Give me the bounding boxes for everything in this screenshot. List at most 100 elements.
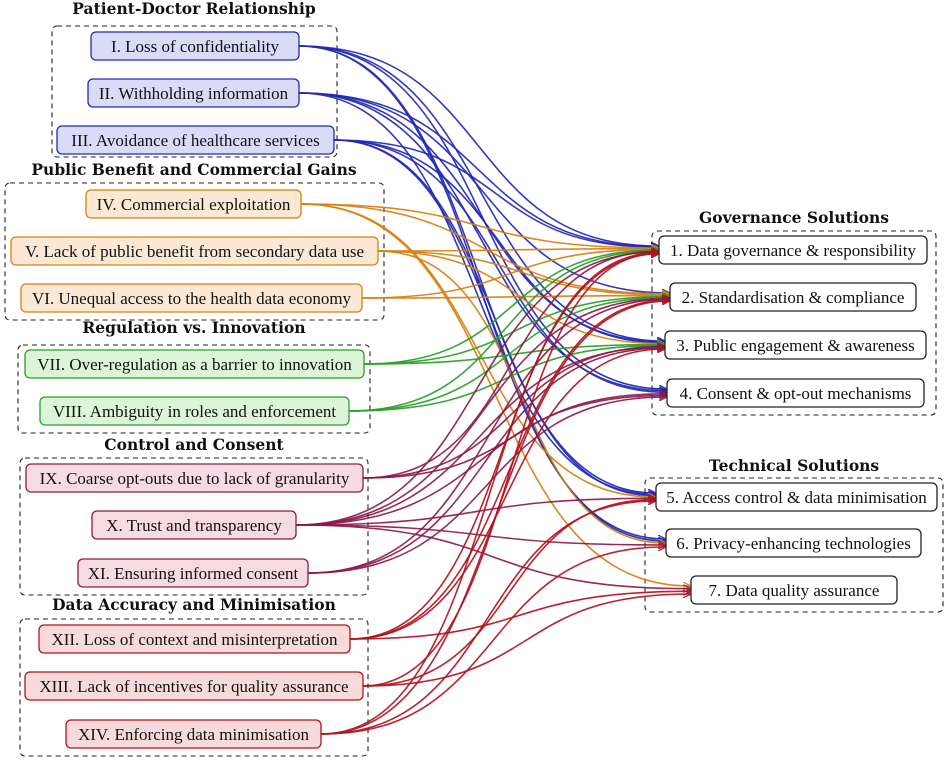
solution-node-3-box (664, 330, 927, 360)
group-title-control-consent: Control and Consent (104, 435, 284, 454)
edge-XII-to-1 (349, 253, 658, 640)
edge-VIII-to-2 (348, 297, 669, 412)
challenge-node-v-label: V. Lack of public benefit from secondary… (25, 242, 364, 261)
edge-V-to-2 (377, 250, 669, 295)
edge-X-to-5 (295, 498, 655, 526)
edge-X-to-4 (295, 395, 666, 526)
edge-XIV-to-1 (320, 254, 658, 735)
group-title-patient-doctor: Patient-Doctor Relationship (72, 0, 316, 18)
edge-XIV-to-6 (320, 547, 665, 735)
solution-node-6-box (665, 528, 922, 558)
solution-node-3-label: 3. Public engagement & awareness (676, 336, 914, 355)
challenge-node-vii-label: VII. Over-regulation as a barrier to inn… (37, 355, 352, 374)
challenge-node-xi-label: XI. Ensuring informed consent (88, 564, 299, 583)
challenge-node-xiii-box (24, 671, 364, 701)
edge-VII-to-2 (363, 297, 669, 365)
challenge-node-x-box (91, 510, 297, 540)
solution-node-7-label: 7. Data quality assurance (709, 581, 880, 600)
group-title-regulation: Regulation vs. Innovation (82, 318, 305, 337)
challenge-node-ix: IX. Coarse opt-outs due to lack of granu… (25, 463, 364, 493)
group-box-governance (651, 230, 937, 416)
edge-layer (295, 45, 690, 735)
challenge-node-xi: XI. Ensuring informed consent (77, 558, 309, 588)
challenge-node-viii-box (39, 396, 350, 426)
challenge-node-ii: II. Withholding information (87, 78, 300, 108)
edge-X-to-1 (295, 252, 658, 526)
challenge-node-iv: IV. Commercial exploitation (85, 189, 302, 219)
solution-node-4: 4. Consent & opt-out mechanisms (666, 378, 925, 408)
group-title-governance: Governance Solutions (699, 208, 889, 227)
edge-VII-to-1 (363, 250, 658, 365)
group-title-technical: Technical Solutions (709, 456, 880, 475)
edge-IV-to-1 (300, 203, 658, 248)
challenge-node-v-box (10, 236, 379, 266)
group-box-public-benefit (4, 182, 385, 321)
group-box-patient-doctor (51, 25, 338, 158)
challenge-node-i-label: I. Loss of confidentiality (111, 37, 280, 56)
edge-I-to-1 (298, 45, 658, 246)
edge-IX-to-1 (362, 251, 658, 479)
challenge-node-vi-label: VI. Unequal access to the health data ec… (32, 289, 352, 308)
challenge-node-x: X. Trust and transparency (91, 510, 297, 540)
edge-XIII-to-1 (362, 253, 658, 687)
challenge-node-xi-box (77, 558, 309, 588)
edge-XI-to-3 (307, 348, 664, 574)
group-box-regulation (17, 344, 371, 434)
edge-III-to-3 (333, 139, 664, 343)
challenge-node-xiv-label: XIV. Enforcing data minimisation (78, 725, 310, 744)
solution-node-2: 2. Standardisation & compliance (669, 282, 917, 312)
edge-VI-to-2 (361, 296, 669, 298)
edge-XIII-to-7 (362, 594, 690, 687)
challenge-node-xiii: XIII. Lack of incentives for quality ass… (24, 671, 364, 701)
edge-II-to-1 (298, 92, 658, 247)
challenge-node-xii-label: XII. Loss of context and misinterpretati… (51, 630, 338, 649)
group-title-data-accuracy: Data Accuracy and Minimisation (52, 595, 336, 614)
challenge-node-vii: VII. Over-regulation as a barrier to inn… (24, 349, 365, 379)
solution-node-2-label: 2. Standardisation & compliance (682, 288, 905, 307)
edge-VIII-to-3 (348, 345, 664, 412)
solution-node-5-label: 5. Access control & data minimisation (666, 488, 927, 507)
challenge-node-viii-label: VIII. Ambiguity in roles and enforcement (53, 402, 337, 421)
edge-VII-to-3 (363, 345, 664, 365)
group-titles: Patient-Doctor Relationship Public Benef… (31, 0, 889, 614)
solution-node-7: 7. Data quality assurance (690, 575, 898, 605)
solution-node-1-box (658, 235, 928, 265)
edge-V-to-1 (377, 249, 658, 251)
challenge-node-ii-box (87, 78, 300, 108)
edge-III-to-1 (333, 139, 658, 247)
solution-node-3: 3. Public engagement & awareness (664, 330, 927, 360)
edge-XII-to-3 (349, 349, 664, 640)
group-boxes (4, 25, 944, 757)
edge-II-to-5 (298, 92, 655, 494)
challenge-node-xiii-label: XIII. Lack of incentives for quality ass… (39, 677, 348, 696)
solution-node-5-box (655, 482, 938, 512)
challenge-node-iii: III. Avoidance of healthcare services (56, 125, 335, 155)
edge-X-to-3 (295, 347, 664, 526)
edge-VI-to-1 (361, 249, 658, 299)
edge-X-to-2 (295, 298, 669, 526)
challenge-node-viii: VIII. Ambiguity in roles and enforcement (39, 396, 350, 426)
challenge-node-xiv-box (65, 719, 322, 749)
challenge-node-i-box (90, 31, 300, 61)
challenge-node-vi: VI. Unequal access to the health data ec… (20, 283, 363, 313)
solution-node-7-box (690, 575, 898, 605)
edge-II-to-2 (298, 92, 669, 293)
solution-node-6-label: 6. Privacy-enhancing technologies (676, 534, 911, 553)
solution-node-1-label: 1. Data governance & responsibility (670, 241, 916, 260)
solution-node-2-box (669, 282, 917, 312)
group-box-data-accuracy (19, 618, 369, 757)
challenge-node-xii-box (38, 624, 351, 654)
edge-IV-to-2 (300, 203, 669, 294)
edge-XII-to-7 (349, 591, 690, 640)
solution-node-4-box (666, 378, 925, 408)
solution-node-6: 6. Privacy-enhancing technologies (665, 528, 922, 558)
challenge-node-vii-box (24, 349, 365, 379)
challenge-node-iv-label: IV. Commercial exploitation (97, 195, 291, 214)
challenge-node-v: V. Lack of public benefit from secondary… (10, 236, 379, 266)
challenge-node-ii-label: II. Withholding information (99, 84, 289, 103)
challenge-node-iii-box (56, 125, 335, 155)
challenge-node-ix-box (25, 463, 364, 493)
edge-XIV-to-5 (320, 501, 655, 735)
solution-node-5: 5. Access control & data minimisation (655, 482, 938, 512)
